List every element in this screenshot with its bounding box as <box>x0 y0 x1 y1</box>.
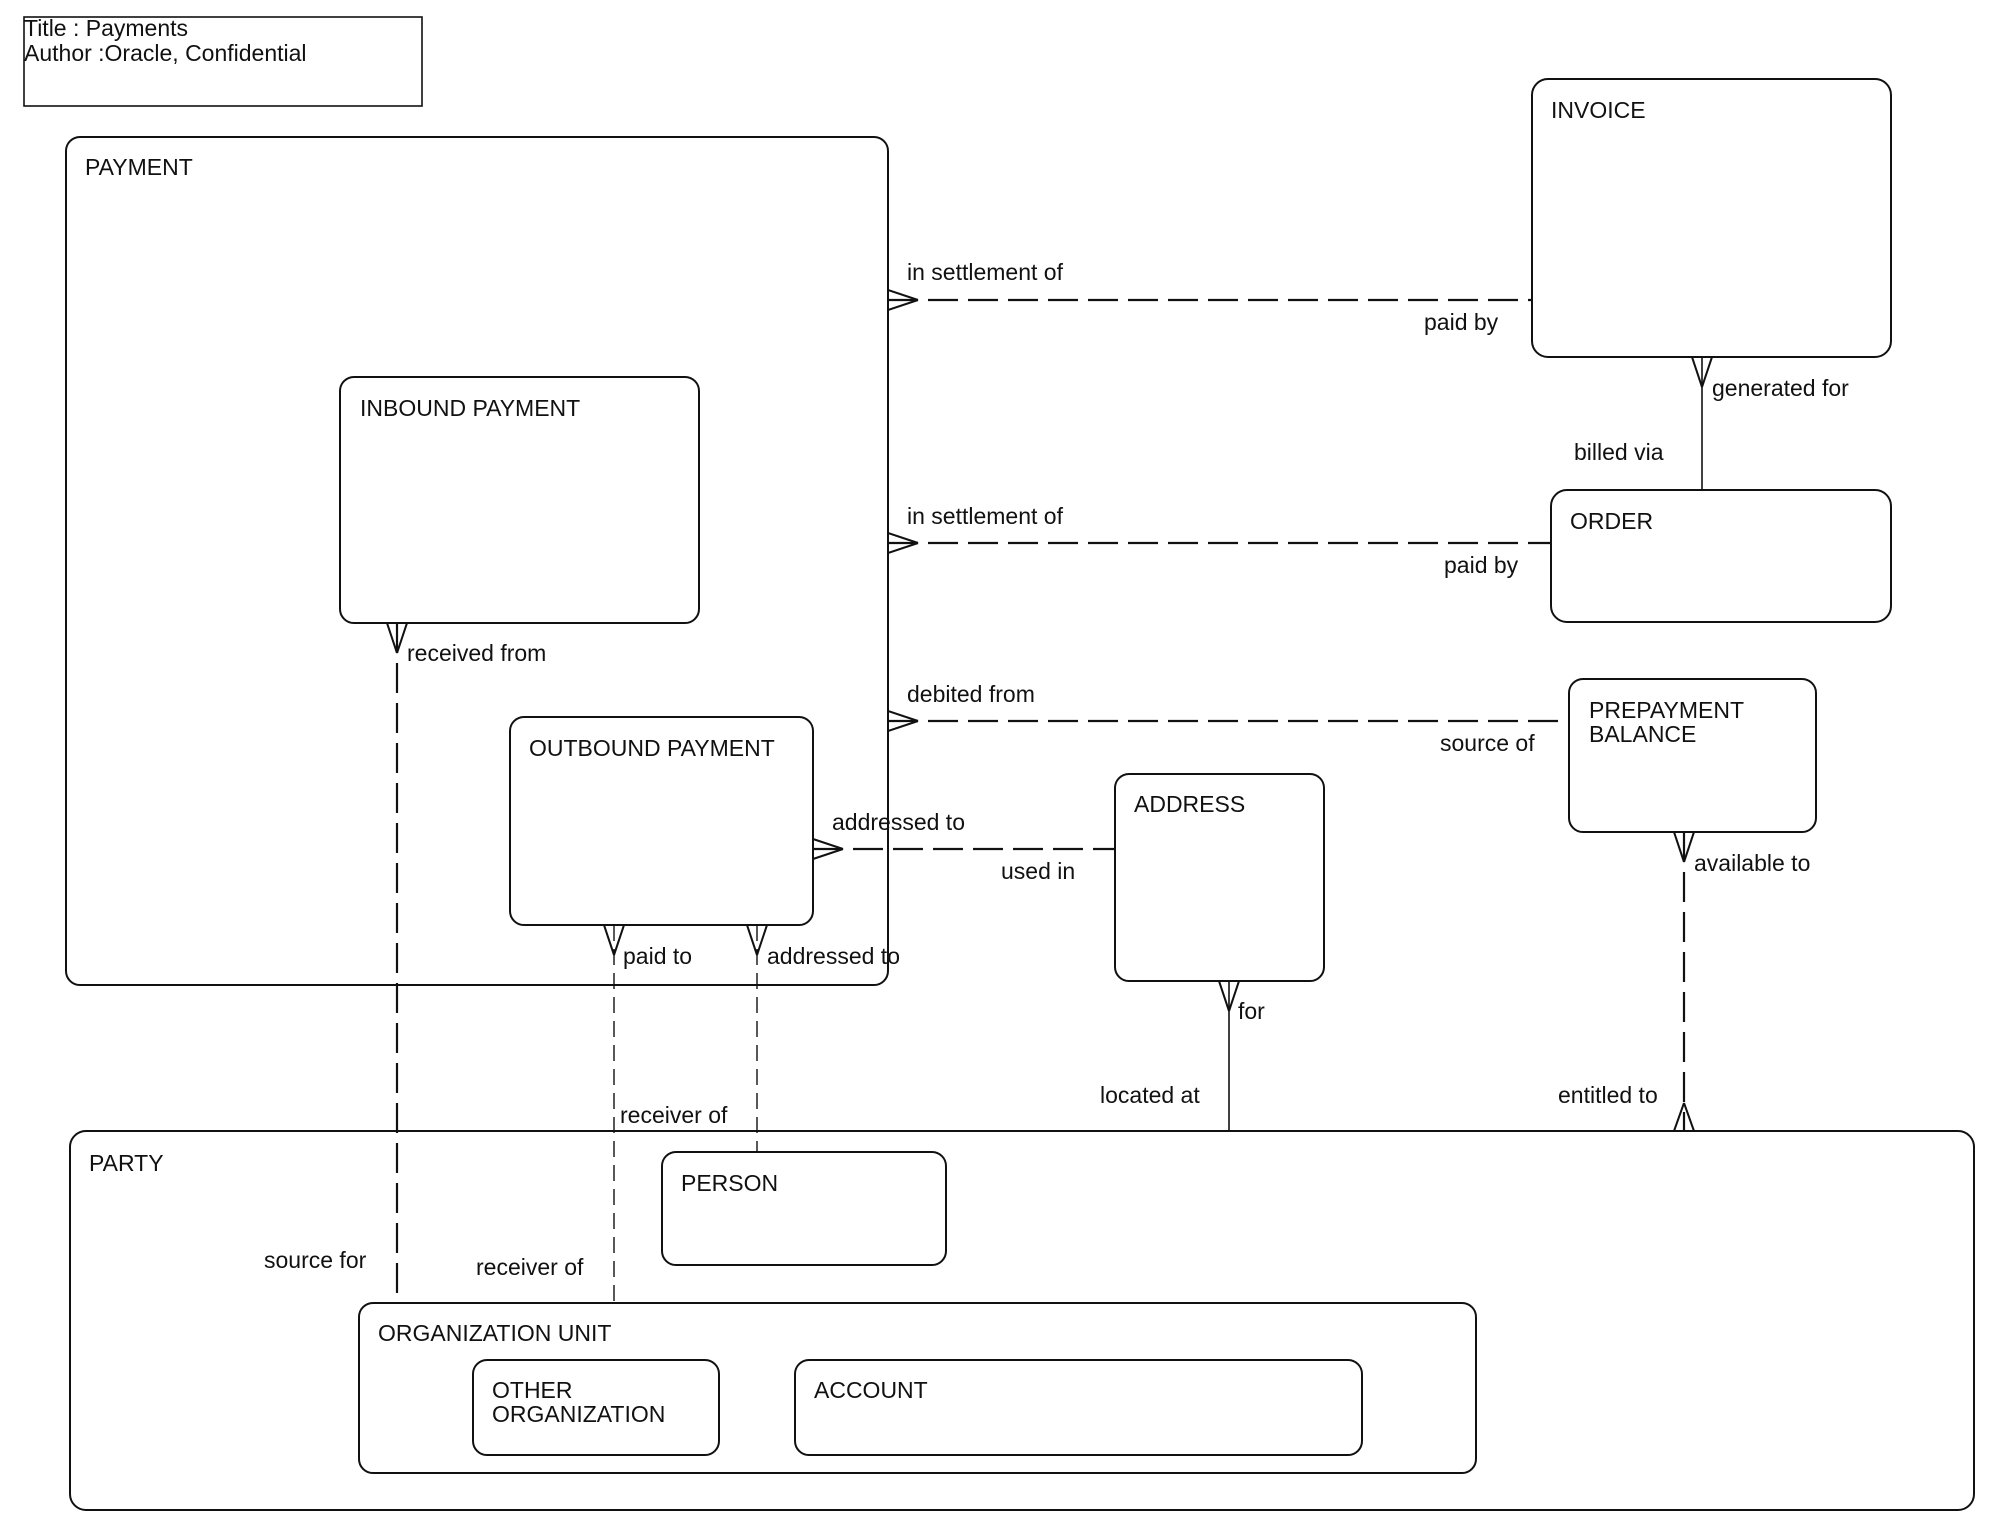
relationship-payment-order[interactable]: in settlement of paid by <box>887 503 1551 578</box>
rel-label-for: for <box>1238 998 1265 1024</box>
relationship-outbound-address[interactable]: addressed to used in <box>812 809 1115 884</box>
rel-label-paid-by-invoice: paid by <box>1424 309 1499 335</box>
relationship-address-party[interactable]: for located at <box>1100 980 1265 1131</box>
rel-label-in-settlement-of-invoice: in settlement of <box>907 259 1064 285</box>
rel-label-debited-from: debited from <box>907 681 1035 707</box>
rel-label-paid-to: paid to <box>623 943 692 969</box>
entity-label-prepayment-line1: PREPAYMENT <box>1589 697 1744 723</box>
entity-label-person: PERSON <box>681 1170 778 1196</box>
entity-label-party: PARTY <box>89 1150 164 1176</box>
diagram-author: Author :Oracle, Confidential <box>24 40 307 66</box>
crows-foot-icon <box>1673 1102 1685 1132</box>
crows-foot-icon <box>1691 356 1703 388</box>
entity-label-order: ORDER <box>1570 508 1653 534</box>
entity-label-other-organization-line1: OTHER <box>492 1377 573 1403</box>
entity-label-address: ADDRESS <box>1134 791 1245 817</box>
entity-address[interactable]: ADDRESS <box>1114 773 1325 982</box>
crows-foot-icon <box>603 924 615 956</box>
entity-person[interactable]: PERSON <box>661 1151 947 1266</box>
crows-foot-icon <box>812 838 844 850</box>
entity-label-other-organization-line2: ORGANIZATION <box>492 1401 665 1427</box>
diagram-title: Title : Payments <box>24 15 188 41</box>
rel-label-used-in: used in <box>1001 858 1075 884</box>
entity-label-organization-unit: ORGANIZATION UNIT <box>378 1320 611 1346</box>
crows-foot-icon <box>1673 831 1685 863</box>
rel-label-addressed-to-address: addressed to <box>832 809 965 835</box>
rel-label-entitled-to: entitled to <box>1558 1082 1658 1108</box>
rel-label-located-at: located at <box>1100 1082 1200 1108</box>
rel-label-receiver-of-person: receiver of <box>620 1102 728 1128</box>
relationship-inbound-orgunit[interactable]: received from source for <box>264 622 546 1303</box>
rel-label-receiver-of-orgunit: receiver of <box>476 1254 584 1280</box>
entity-label-prepayment-line2: BALANCE <box>1589 721 1696 747</box>
entity-label-account: ACCOUNT <box>814 1377 928 1403</box>
entity-label-outbound-payment: OUTBOUND PAYMENT <box>529 735 775 761</box>
entity-prepayment-balance[interactable]: PREPAYMENT BALANCE <box>1568 678 1817 833</box>
entity-account[interactable]: ACCOUNT <box>794 1359 1363 1456</box>
rel-label-in-settlement-of-order: in settlement of <box>907 503 1064 529</box>
entity-invoice[interactable]: INVOICE <box>1531 78 1892 358</box>
rel-label-generated-for: generated for <box>1712 375 1849 401</box>
rel-label-source-for: source for <box>264 1247 367 1273</box>
entity-label-invoice: INVOICE <box>1551 97 1646 123</box>
crows-foot-icon <box>386 622 398 654</box>
crows-foot-icon <box>1218 980 1230 1012</box>
entity-outbound-payment[interactable]: OUTBOUND PAYMENT <box>509 716 814 926</box>
crows-foot-icon <box>887 289 919 301</box>
crows-foot-icon <box>887 710 919 722</box>
relationship-outbound-paid-to[interactable]: paid to receiver of <box>476 924 692 1303</box>
rel-label-received-from: received from <box>407 640 546 666</box>
relationship-payment-invoice[interactable]: in settlement of paid by <box>887 259 1532 335</box>
crows-foot-icon <box>887 532 919 544</box>
rel-label-billed-via: billed via <box>1574 439 1664 465</box>
title-block: Title : Payments Author :Oracle, Confide… <box>23 15 423 107</box>
entity-label-payment: PAYMENT <box>85 154 193 180</box>
rel-label-source-of: source of <box>1440 730 1535 756</box>
entity-inbound-payment[interactable]: INBOUND PAYMENT <box>339 376 700 624</box>
rel-label-addressed-to-person: addressed to <box>767 943 900 969</box>
relationship-outbound-addressed-to[interactable]: addressed to receiver of <box>620 924 900 1152</box>
rel-label-paid-by-order: paid by <box>1444 552 1519 578</box>
relationship-prepayment-party[interactable]: available to entitled to <box>1558 831 1810 1132</box>
entity-label-inbound-payment: INBOUND PAYMENT <box>360 395 580 421</box>
crows-foot-icon <box>746 924 758 956</box>
rel-label-available-to: available to <box>1694 850 1810 876</box>
entity-other-organization[interactable]: OTHER ORGANIZATION <box>472 1359 720 1456</box>
relationship-invoice-order[interactable]: generated for billed via <box>1574 356 1849 490</box>
relationship-payment-prepayment[interactable]: debited from source of <box>887 681 1569 756</box>
entity-order[interactable]: ORDER <box>1550 489 1892 623</box>
title-block-frame <box>23 16 423 107</box>
